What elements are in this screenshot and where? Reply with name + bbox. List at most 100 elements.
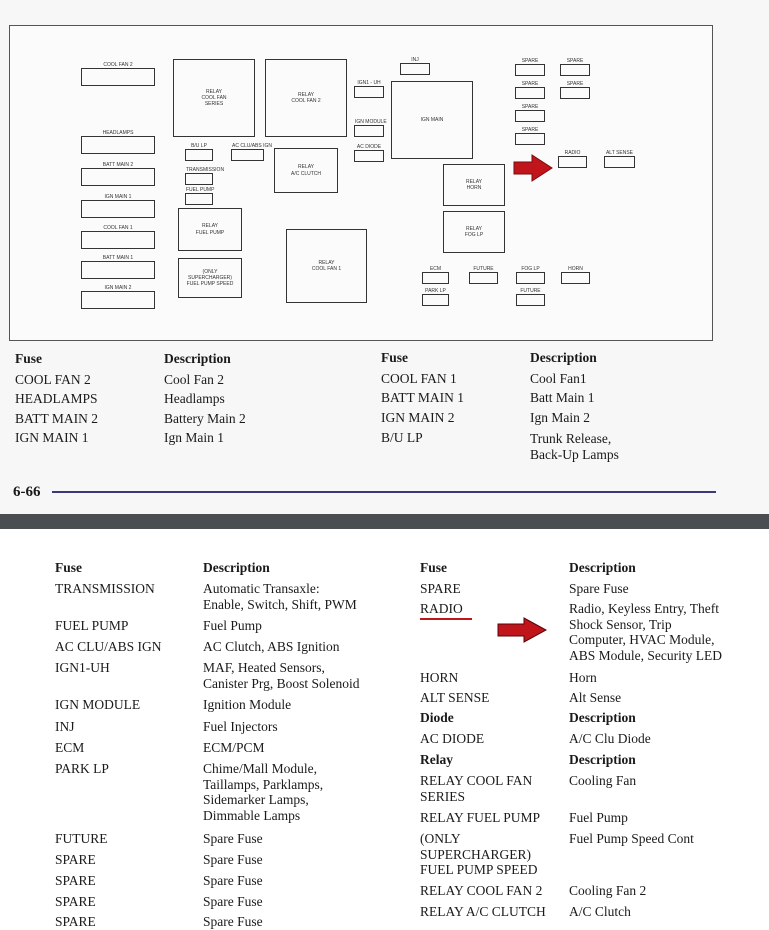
table-cell-relay: RELAY COOL FAN SERIES: [420, 773, 533, 804]
table-cell-relay: RELAY FUEL PUMP: [420, 810, 541, 825]
table-cell-fuse: HORN: [420, 670, 459, 685]
header-fuse: Fuse: [55, 560, 82, 575]
table-cell-description: Battery Main 2: [164, 411, 246, 426]
fuse-diagram-page: COOL FAN 2 HEADLAMPS BATT MAIN 2 IGN MAI…: [9, 25, 716, 500]
table-cell-description: Spare Fuse: [203, 852, 263, 867]
table-cell-description: Trunk Release, Back-Up Lamps: [530, 431, 619, 462]
fuse-inj: INJ: [400, 57, 430, 75]
table-cell-fuse: BATT MAIN 1: [381, 390, 465, 405]
table-cell-fuse: ALT SENSE: [420, 690, 490, 705]
fuse-ecm: ECM: [422, 266, 449, 284]
fuse-spare: SPARE: [515, 81, 545, 99]
fuse-fuel-pump: FUEL PUMP: [185, 187, 214, 205]
table-cell-description: Ignition Module: [203, 697, 292, 712]
fuse-ign-main-2: IGN MAIN 2: [81, 285, 155, 309]
header-fuse: Fuse: [15, 351, 42, 366]
fuse-radio: RADIO: [558, 150, 587, 168]
relay-horn: RELAY HORN: [443, 164, 505, 206]
table-cell-description: Cooling Fan 2: [569, 883, 647, 898]
fuse-block-diagram: COOL FAN 2 HEADLAMPS BATT MAIN 2 IGN MAI…: [9, 25, 713, 341]
header-description: Description: [203, 560, 270, 575]
fuse-future: FUTURE: [469, 266, 498, 284]
table-cell-description: Fuel Pump: [203, 618, 262, 633]
arrow-right-icon: [513, 154, 553, 182]
header-fuse: Fuse: [420, 560, 447, 575]
table-cell-fuse: SPARE: [55, 914, 96, 929]
table-cell-fuse: HEADLAMPS: [15, 391, 98, 406]
fuse-ign-main-1: IGN MAIN 1: [81, 194, 155, 218]
relay-cool-fan-series: RELAY COOL FAN SERIES: [173, 59, 255, 137]
fuse-ign-module: IGN MODULE: [354, 119, 387, 137]
table-cell-description: Ign Main 2: [530, 410, 590, 425]
table-cell-description: Fuel Injectors: [203, 719, 278, 734]
table-cell-fuse: SPARE: [55, 894, 96, 909]
fuse-fog-lp: FOG LP: [516, 266, 545, 284]
table-cell-fuse: AC DIODE: [420, 731, 485, 746]
fuse-spare: SPARE: [515, 104, 545, 122]
table-cell-description: Horn: [569, 670, 597, 685]
fuse-alt-sense: ALT SENSE: [604, 150, 635, 168]
page-number: 6-66: [13, 484, 41, 500]
header-description: Description: [569, 710, 636, 725]
fuse-headlamps: HEADLAMPS: [81, 130, 155, 154]
page-rule: [52, 491, 716, 493]
fuse-future: FUTURE: [516, 288, 545, 306]
table-cell-fuse: INJ: [55, 719, 75, 734]
table-cell-description: Cool Fan 2: [164, 372, 225, 387]
table-cell-fuse: AC CLU/ABS IGN: [55, 639, 162, 654]
fuse-batt-main-1: BATT MAIN 1: [81, 255, 155, 279]
table-cell-description: Automatic Transaxle: Enable, Switch, Shi…: [203, 581, 357, 612]
fuse-ign1-uh: IGN1 - UH: [354, 80, 384, 98]
fuse-description-page: Fuse Description Fuse Description TRANSM…: [0, 529, 769, 929]
table-cell-description: Ign Main 1: [164, 430, 224, 445]
fuse-spare: SPARE: [560, 81, 590, 99]
table-cell-description: Headlamps: [164, 391, 225, 406]
header-diode: Diode: [420, 710, 454, 725]
table-cell-relay: RELAY A/C CLUTCH: [420, 904, 546, 919]
table-cell-description: A/C Clu Diode: [569, 731, 651, 746]
table-cell-fuse: ECM: [55, 740, 85, 755]
fuse-bu-lp: B/U LP: [185, 143, 213, 161]
fuse-transmission: TRANSMISSION: [185, 167, 224, 185]
table-cell-fuse: IGN MAIN 1: [15, 430, 89, 445]
relay-ign-main: IGN MAIN: [391, 81, 473, 159]
table-cell-description: MAF, Heated Sensors, Canister Prg, Boost…: [203, 660, 360, 691]
table-cell-description: A/C Clutch: [569, 904, 631, 919]
table-cell-fuse: IGN MAIN 2: [381, 410, 455, 425]
header-fuse: Fuse: [381, 350, 408, 365]
radio-underline: [420, 618, 472, 620]
fuse-cool-fan-1: COOL FAN 1: [81, 225, 155, 249]
fuse-ac-clu-abs-ign: AC CLU/ABS IGN: [231, 143, 272, 161]
fuse-spare: SPARE: [560, 58, 590, 76]
fuse-park-lp: PARK LP: [422, 288, 449, 306]
table-cell-fuse: PARK LP: [55, 761, 109, 776]
table-cell-fuse: SPARE: [420, 581, 461, 596]
table-cell-description: Batt Main 1: [530, 390, 595, 405]
fuse-spare: SPARE: [515, 58, 545, 76]
table-cell-fuse-radio: RADIO: [420, 601, 463, 616]
relay-supercharger-fuel-pump-speed: (ONLY SUPERCHARGER) FUEL PUMP SPEED: [178, 258, 242, 298]
table-cell-fuse: SPARE: [55, 873, 96, 888]
table-cell-description: Radio, Keyless Entry, Theft Shock Sensor…: [569, 601, 722, 663]
table-cell-description: Spare Fuse: [203, 831, 263, 846]
table-cell-description: AC Clutch, ABS Ignition: [203, 639, 340, 654]
table-cell-description: Fuel Pump: [569, 810, 628, 825]
table-cell-description: Spare Fuse: [203, 873, 263, 888]
header-description: Description: [164, 351, 231, 366]
table-cell-fuse: IGN1-UH: [55, 660, 110, 675]
header-description: Description: [530, 350, 597, 365]
table-cell-description: Cooling Fan: [569, 773, 637, 788]
table-cell-description: Spare Fuse: [569, 581, 629, 596]
table-cell-fuse: COOL FAN 2: [15, 372, 91, 387]
fuse-spare: SPARE: [515, 127, 545, 145]
header-relay: Relay: [420, 752, 453, 767]
table-cell-description: Cool Fan1: [530, 371, 587, 386]
relay-ac-clutch: RELAY A/C CLUTCH: [274, 148, 338, 193]
fuse-horn: HORN: [561, 266, 590, 284]
table-cell-fuse: SPARE: [55, 852, 96, 867]
relay-cool-fan-1: RELAY COOL FAN 1: [286, 229, 367, 303]
table-cell-description: Spare Fuse: [203, 894, 263, 909]
arrow-right-icon: [497, 617, 548, 643]
table-cell-description: Chime/Mall Module, Taillamps, Parklamps,…: [203, 761, 324, 823]
table-cell-fuse: FUEL PUMP: [55, 618, 129, 633]
